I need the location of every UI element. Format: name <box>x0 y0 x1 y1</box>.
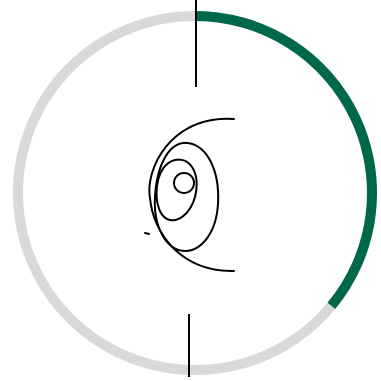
progress-fill-arc <box>195 16 372 306</box>
eye-stray-mark <box>145 233 149 234</box>
eye-pupil <box>174 173 194 193</box>
eye-middle-oval <box>155 143 218 251</box>
eye-outer-arc <box>149 119 234 271</box>
eye-sketch-icon <box>145 119 234 271</box>
